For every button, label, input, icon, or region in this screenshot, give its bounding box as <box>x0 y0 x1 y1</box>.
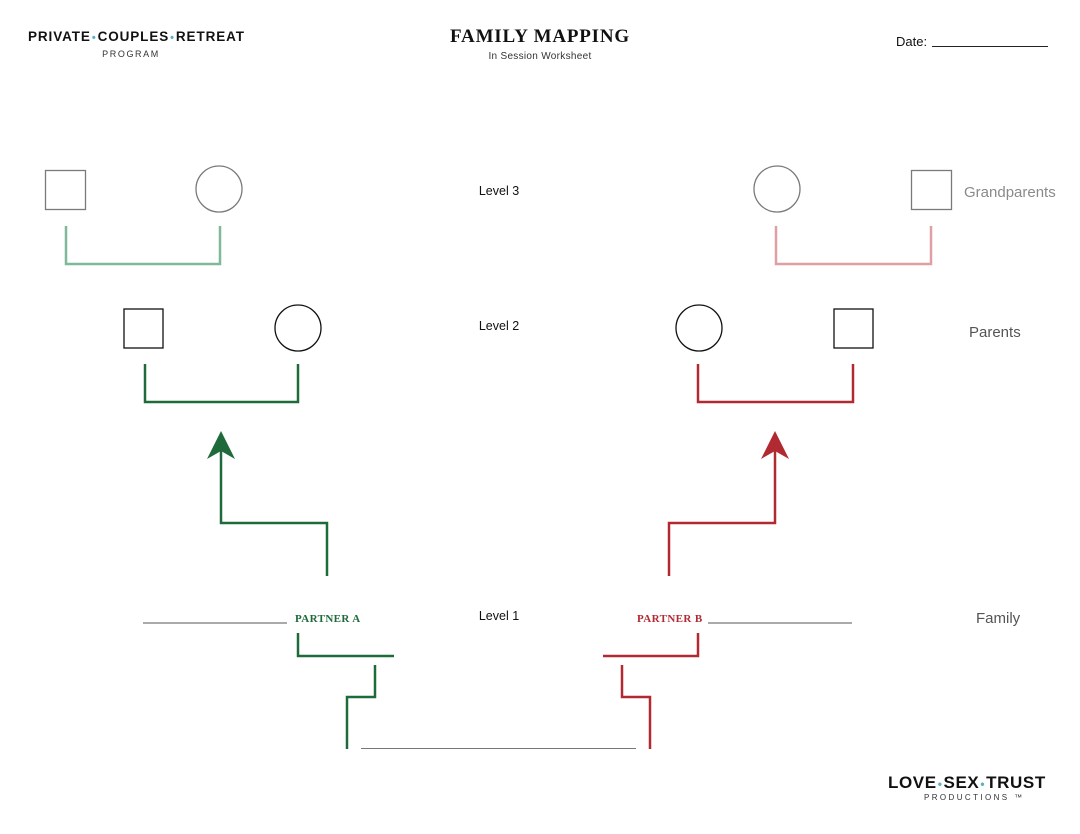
brand-word-3: RETREAT <box>175 29 245 44</box>
parents-a-connector <box>143 364 300 404</box>
grandparents-a-connector <box>64 226 222 266</box>
partner-b-arrow-line <box>667 450 777 576</box>
brand-subtitle: PROGRAM <box>102 49 160 59</box>
level-2-label: Level 2 <box>478 319 520 333</box>
footer-logo: LOVE•SEX•TRUST <box>888 773 1046 793</box>
footer-subtitle: PRODUCTIONS ™ <box>924 793 1025 802</box>
partner-b-bracket <box>603 633 700 658</box>
brand-word-2: COUPLES <box>97 29 170 44</box>
mother-b-circle[interactable] <box>675 304 723 352</box>
footer-separator-dot: • <box>980 777 986 791</box>
brand-separator-dot: • <box>91 32 97 44</box>
grandparents-b-connector <box>774 226 933 266</box>
partner-a-label: PARTNER A <box>295 613 361 625</box>
footer-word-1: LOVE <box>888 773 937 792</box>
level-1-label: Level 1 <box>478 609 520 623</box>
family-label: Family <box>976 610 1021 627</box>
partner-a-arrowhead-icon <box>207 431 235 459</box>
partner-a-arrow-line <box>219 450 329 576</box>
grandmother-a-circle[interactable] <box>195 165 243 213</box>
partner-b-step-line <box>620 665 652 749</box>
brand-word-1: PRIVATE <box>28 29 91 44</box>
partner-a-bracket <box>296 633 394 658</box>
brand-title: PRIVATE•COUPLES•RETREAT <box>28 29 245 44</box>
father-a-square[interactable] <box>123 308 164 349</box>
footer-word-2: SEX <box>943 773 980 792</box>
partner-b-label: PARTNER B <box>637 613 703 625</box>
grandfather-a-square[interactable] <box>44 169 87 211</box>
parents-label: Parents <box>969 324 1021 341</box>
grandmother-b-circle[interactable] <box>753 165 801 213</box>
level-3-label: Level 3 <box>478 184 520 198</box>
page-title: FAMILY MAPPING <box>450 26 630 47</box>
page-subtitle: In Session Worksheet <box>488 51 592 62</box>
grandfather-b-square[interactable] <box>910 169 953 211</box>
partner-b-arrowhead-icon <box>761 431 789 459</box>
footer-word-3: TRUST <box>986 773 1046 792</box>
footer-separator-dot: • <box>937 777 943 791</box>
grandparents-label: Grandparents <box>964 184 1056 201</box>
partner-a-step-line <box>345 665 377 749</box>
date-field-line[interactable] <box>932 46 1048 47</box>
date-label: Date: <box>896 34 928 49</box>
father-b-square[interactable] <box>833 308 874 349</box>
brand-separator-dot: • <box>170 32 175 44</box>
parents-b-connector <box>696 364 855 404</box>
mother-a-circle[interactable] <box>274 304 322 352</box>
